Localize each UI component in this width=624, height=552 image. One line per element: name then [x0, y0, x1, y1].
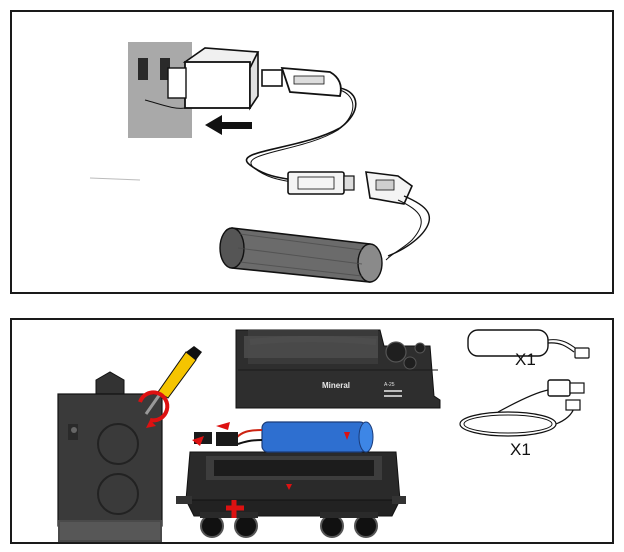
connector-plug	[287, 171, 431, 261]
tender-shell: Mineral A-25	[235, 329, 441, 409]
direction-arrow-icon	[205, 115, 252, 135]
tender-tray	[176, 451, 406, 538]
tender-number-label: A-25	[384, 382, 395, 388]
battery-pack	[219, 227, 383, 283]
cable-quantity-label: X1	[510, 440, 531, 459]
battery-pack-icon	[467, 329, 590, 359]
tender-name-label: Mineral	[322, 381, 350, 390]
usb-cable	[246, 66, 357, 186]
tender-housing	[57, 371, 163, 542]
battery-quantity-label: X1	[515, 350, 536, 369]
screwdriver-icon	[138, 346, 202, 428]
blue-battery	[192, 421, 374, 453]
usb-adapter	[167, 47, 260, 111]
usb-cable-icon	[459, 379, 585, 437]
package-contents-panel	[10, 318, 614, 544]
